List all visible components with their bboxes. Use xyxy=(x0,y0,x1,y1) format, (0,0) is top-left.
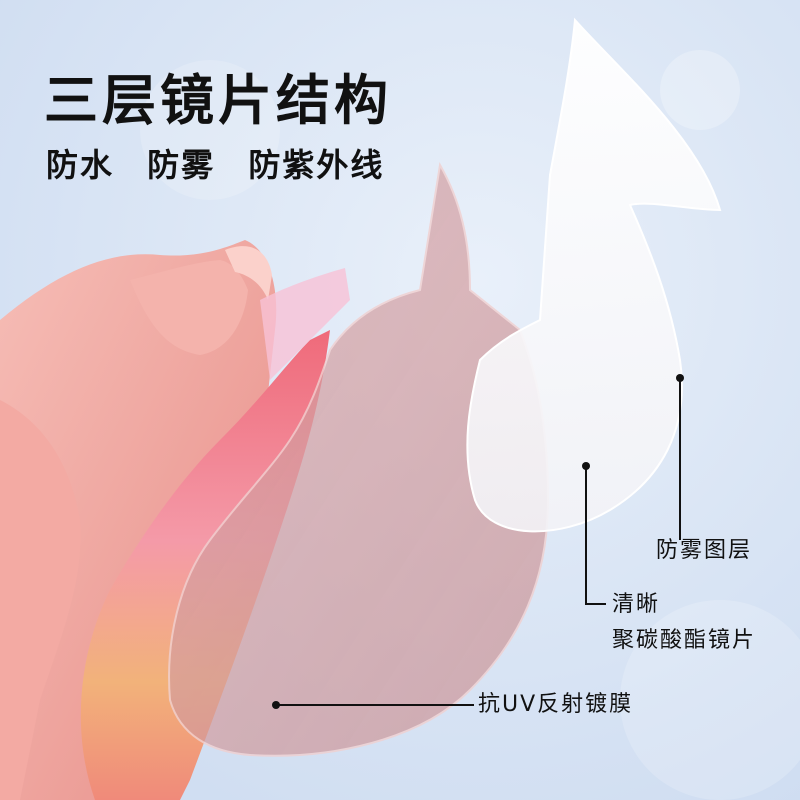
antifog-layer xyxy=(466,17,722,533)
callout-clear-line2: 聚碳酸酯镜片 xyxy=(612,628,757,653)
goggle-frame xyxy=(0,240,277,800)
callout-clear-line1: 清晰 xyxy=(612,592,661,617)
feature-uv: 防紫外线 xyxy=(248,146,385,184)
callout-coating: 抗UV反射镀膜 xyxy=(478,692,634,717)
callout-antifog: 防雾图层 xyxy=(656,538,753,563)
feature-antifog: 防雾 xyxy=(147,146,216,184)
bubble-decoration xyxy=(620,600,800,800)
headline: 三层镜片结构 xyxy=(44,69,392,132)
bubble-decoration xyxy=(140,60,280,200)
bubble-decoration xyxy=(660,50,740,130)
polycarbonate-lens xyxy=(168,162,550,757)
feature-list: 防水 防雾 防紫外线 xyxy=(46,140,398,186)
callout-dots xyxy=(272,374,684,709)
feature-waterproof: 防水 xyxy=(46,146,115,184)
callout-lines xyxy=(276,378,681,706)
